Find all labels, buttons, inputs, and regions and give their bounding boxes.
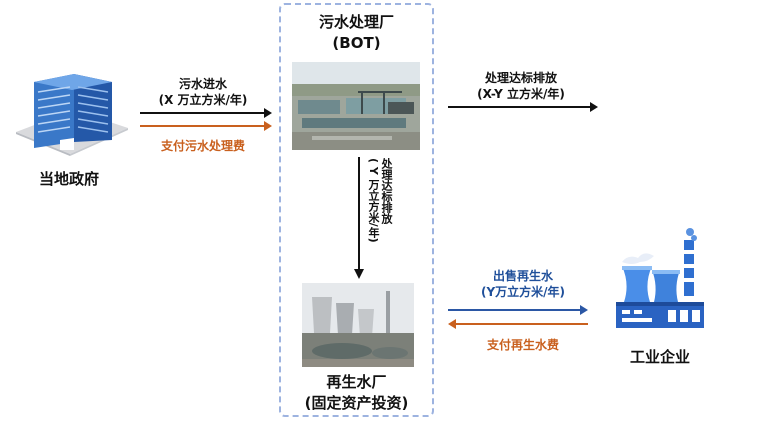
pay-fee-arrow (140, 121, 272, 131)
plant-title: 污水处理厂 (BOT) (318, 13, 394, 52)
discharge-label: 处理达标排放 (X-Y 立方米/年) (477, 71, 565, 101)
sell-water-arrow (448, 305, 588, 315)
to-reuse-arrow (354, 157, 364, 279)
to-reuse-label: 处理达标排放( Y 万立方米/年) (367, 158, 393, 243)
factory-icon (608, 228, 712, 332)
bot-scope-box (279, 3, 434, 417)
sewage-in-label: 污水进水 (X 万立方米/年) (158, 77, 248, 107)
sell-water-label: 出售再生水 (Y万立方米/年) (480, 269, 566, 299)
discharge-arrow (448, 102, 598, 112)
sewage-plant-photo (292, 62, 420, 150)
reuse-plant-title: 再生水厂 (固定资产投资) (304, 373, 409, 412)
reuse-plant-photo (302, 283, 414, 367)
enterprise-label: 工业企业 (629, 348, 690, 366)
government-label: 当地政府 (38, 170, 99, 188)
pay-water-label: 支付再生水费 (486, 338, 559, 352)
pay-water-arrow (448, 319, 588, 329)
office-building-icon (12, 70, 132, 156)
sewage-in-arrow (140, 108, 272, 118)
pay-fee-label: 支付污水处理费 (160, 139, 245, 153)
